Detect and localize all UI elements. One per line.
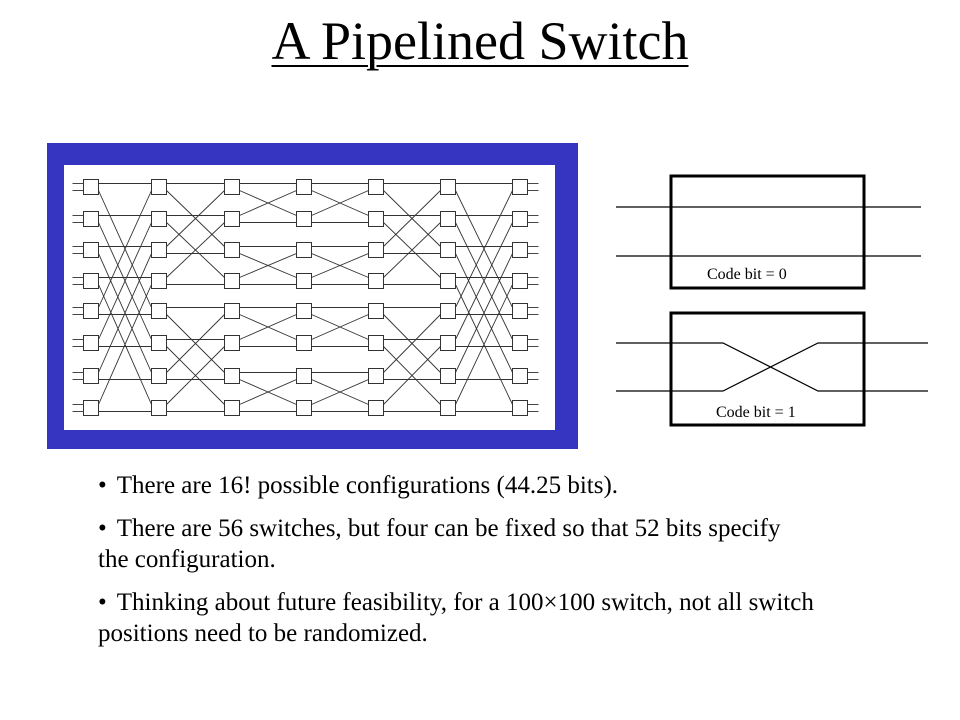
network-switch-box	[368, 400, 384, 416]
network-wire	[455, 222, 513, 340]
network-wire	[455, 190, 513, 308]
network-switch-box	[151, 211, 167, 227]
network-wire	[311, 190, 369, 216]
network-switch-box	[224, 179, 240, 195]
network-switch-box	[368, 211, 384, 227]
bullet-marker: •	[98, 472, 107, 499]
network-switch-box	[440, 335, 456, 351]
network-switch-box	[512, 368, 528, 384]
bullet-text: There are 56 switches, but four can be f…	[98, 515, 781, 573]
network-switch-box	[440, 273, 456, 289]
network-wire	[239, 314, 297, 340]
network-switch-box	[512, 303, 528, 319]
network-switch-box	[151, 303, 167, 319]
network-switch-box	[151, 179, 167, 195]
network-switch-box	[512, 335, 528, 351]
network-wire	[239, 190, 297, 216]
network-switch-box	[83, 368, 99, 384]
network-wire	[98, 284, 152, 405]
network-switch-box	[440, 211, 456, 227]
network-switch-box	[224, 273, 240, 289]
network-switch-box	[440, 303, 456, 319]
network-switch-box	[368, 179, 384, 195]
network-wire	[383, 190, 441, 247]
network-wire	[311, 379, 369, 405]
network-switch-box	[512, 273, 528, 289]
switch-network-panel	[64, 165, 555, 430]
network-switch-box	[368, 273, 384, 289]
network-wire	[455, 284, 513, 405]
bullet-item: •Thinking about future feasibility, for …	[98, 587, 843, 649]
network-switch-box	[296, 242, 312, 258]
network-switch-box	[368, 242, 384, 258]
network-switch-box	[296, 273, 312, 289]
bullet-marker: •	[98, 589, 107, 616]
network-wire	[311, 314, 369, 340]
page-title: A Pipelined Switch	[0, 8, 960, 74]
bullet-item: • There are 16! possible configurations (…	[98, 470, 878, 501]
network-wire	[98, 190, 152, 308]
network-switch-box	[151, 335, 167, 351]
network-switch-box	[151, 400, 167, 416]
network-wire	[166, 346, 225, 405]
network-switch-box	[224, 335, 240, 351]
network-switch-box	[440, 242, 456, 258]
network-switch-box	[151, 273, 167, 289]
switch-network-frame	[47, 143, 578, 449]
crossed-switch-line-b	[616, 342, 928, 392]
bullet-marker: •	[98, 515, 107, 542]
network-wire	[383, 222, 441, 278]
network-switch-box	[83, 242, 99, 258]
network-switch-box	[83, 179, 99, 195]
switch-network-diagram	[72, 179, 539, 416]
code-bit-0-label: Code bit = 0	[707, 266, 787, 283]
network-wire	[98, 222, 152, 340]
crossed-switch-line-a	[616, 342, 928, 392]
network-switch-box	[368, 303, 384, 319]
network-switch-box	[224, 303, 240, 319]
network-switch-box	[224, 368, 240, 384]
network-switch-box	[368, 368, 384, 384]
network-switch-box	[83, 211, 99, 227]
network-switch-box	[151, 242, 167, 258]
network-wire	[455, 253, 513, 373]
network-switch-box	[440, 400, 456, 416]
network-wire	[311, 253, 369, 278]
network-switch-box	[512, 400, 528, 416]
network-wire	[239, 379, 297, 405]
network-switch-box	[296, 303, 312, 319]
bullet-text: Thinking about future feasibility, for a…	[98, 589, 814, 647]
code-bit-1-label: Code bit = 1	[716, 404, 796, 421]
network-switch-box	[224, 400, 240, 416]
network-switch-box	[512, 179, 528, 195]
network-switch-box	[224, 242, 240, 258]
network-switch-box	[296, 335, 312, 351]
bullet-item: •There are 56 switches, but four can be …	[98, 513, 798, 575]
network-switch-box	[83, 335, 99, 351]
network-switch-box	[83, 303, 99, 319]
bullet-text: There are 16! possible configurations (4…	[116, 472, 619, 499]
network-wire	[383, 346, 441, 405]
network-switch-box	[151, 368, 167, 384]
bullet-list: • There are 16! possible configurations (…	[98, 470, 878, 661]
network-switch-box	[296, 179, 312, 195]
page-title-text: A Pipelined Switch	[271, 11, 689, 71]
network-switch-box	[296, 211, 312, 227]
network-wire	[166, 314, 225, 373]
network-switch-box	[224, 211, 240, 227]
network-wire	[166, 222, 225, 278]
network-wire	[98, 253, 152, 373]
network-switch-box	[368, 335, 384, 351]
network-switch-box	[440, 179, 456, 195]
network-switch-box	[296, 400, 312, 416]
network-switch-box	[440, 368, 456, 384]
network-switch-box	[83, 273, 99, 289]
network-wire	[383, 314, 441, 373]
network-switch-box	[83, 400, 99, 416]
network-switch-box	[296, 368, 312, 384]
network-switch-box	[512, 211, 528, 227]
network-wire	[239, 253, 297, 278]
network-wire	[166, 190, 225, 247]
network-switch-box	[512, 242, 528, 258]
